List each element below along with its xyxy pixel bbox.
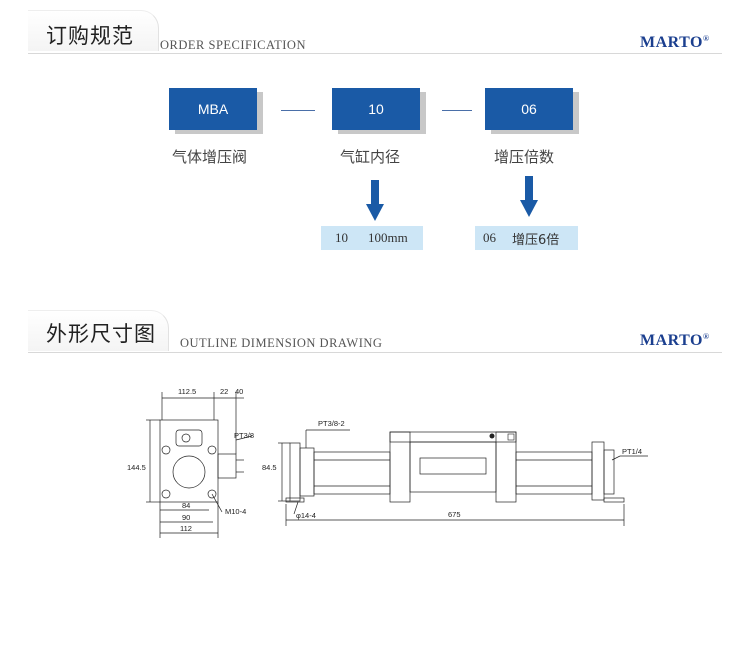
left-end-cap [289, 442, 301, 502]
bolt-head [161, 489, 171, 499]
result-desc: 增压6倍 [512, 232, 560, 248]
caption-ratio: 增压倍数 [494, 148, 555, 166]
caption-valve: 气体增压阀 [172, 148, 248, 166]
section-title-en: OUTLINE DIMENSION DRAWING [180, 336, 383, 350]
arrow-down-icon [366, 180, 384, 221]
cylinder-tube-left [313, 451, 391, 495]
bolt-head [207, 489, 217, 499]
dim-90: 90 [182, 513, 190, 522]
result-bore: 10 100mm [321, 226, 423, 250]
bolt-head [181, 433, 191, 443]
dim-675: 675 [448, 510, 461, 519]
dim-pt3-8: PT3/8 [234, 431, 254, 440]
dim-m10-4: M10-4 [225, 507, 246, 516]
result-code: 06 [483, 230, 496, 245]
dim-22: 22 [220, 387, 228, 396]
code-box-label: 06 [485, 88, 573, 130]
brand-name: MARTO [640, 332, 703, 349]
cylinder-bore-circle [172, 455, 206, 489]
section-title-en: ORDER SPECIFICATION [160, 38, 306, 52]
cylinder-tube-right [515, 451, 593, 495]
outline-drawing: 112.5 22 40 144.5 84 90 112 PT3/8 M10-4 … [127, 387, 648, 538]
section-tab [28, 310, 169, 351]
bolt-head [161, 445, 171, 455]
end-plate-outline [159, 419, 219, 503]
right-end-cap [603, 449, 615, 495]
right-end-block [591, 441, 605, 501]
result-ratio: 06 增压6倍 [475, 226, 578, 250]
dim-pt1-4: PT1/4 [622, 447, 642, 456]
result-desc: 100mm [368, 230, 408, 245]
brand-mark: ® [702, 34, 710, 43]
arrow-down-icon [520, 176, 538, 217]
order-spec-section: 订购规范 ORDER SPECIFICATION MARTO® [0, 10, 750, 60]
section-rule [28, 352, 722, 353]
brand-logo: MARTO® [640, 34, 709, 52]
dim-pt3-8-2: PT3/8-2 [318, 419, 345, 428]
code-box-mba: MBA [169, 88, 265, 136]
result-code: 10 [335, 230, 348, 245]
brand-logo: MARTO® [640, 332, 709, 350]
connector-dash [281, 110, 315, 111]
side-port-block [217, 453, 237, 479]
code-box-bore: 10 [332, 88, 428, 136]
dim-84-5: 84.5 [262, 463, 277, 472]
bolt-head [207, 445, 217, 455]
dim-phi14-4: φ14-4 [296, 511, 316, 520]
center-block-left [389, 431, 411, 503]
dim-112-5: 112.5 [178, 387, 196, 396]
connector-dash [442, 110, 472, 111]
dim-40: 40 [235, 387, 243, 396]
outline-dimension-section: 外形尺寸图 OUTLINE DIMENSION DRAWING MARTO® [0, 310, 750, 360]
dim-112: 112 [180, 524, 192, 533]
section-rule [28, 53, 722, 54]
mount-foot [285, 497, 305, 503]
code-box-label: 10 [332, 88, 420, 130]
indicator-dot [489, 433, 495, 439]
brand-mark: ® [702, 332, 710, 341]
left-end-block [299, 447, 315, 497]
dim-84: 84 [182, 501, 190, 510]
fitting-mark [507, 433, 515, 441]
center-block-right [495, 431, 517, 503]
code-box-ratio: 06 [485, 88, 581, 136]
top-plate [389, 431, 517, 443]
caption-bore: 气缸内径 [340, 148, 401, 166]
section-tab [28, 10, 159, 51]
code-box-label: MBA [169, 88, 257, 130]
mount-foot [603, 497, 625, 503]
dim-144-5: 144.5 [127, 463, 146, 472]
section-title-cn: 外形尺寸图 [46, 322, 156, 346]
section-title-cn: 订购规范 [46, 24, 134, 48]
center-window [419, 457, 487, 475]
center-body [409, 441, 497, 493]
brand-name: MARTO [640, 34, 703, 51]
top-block [175, 429, 203, 447]
